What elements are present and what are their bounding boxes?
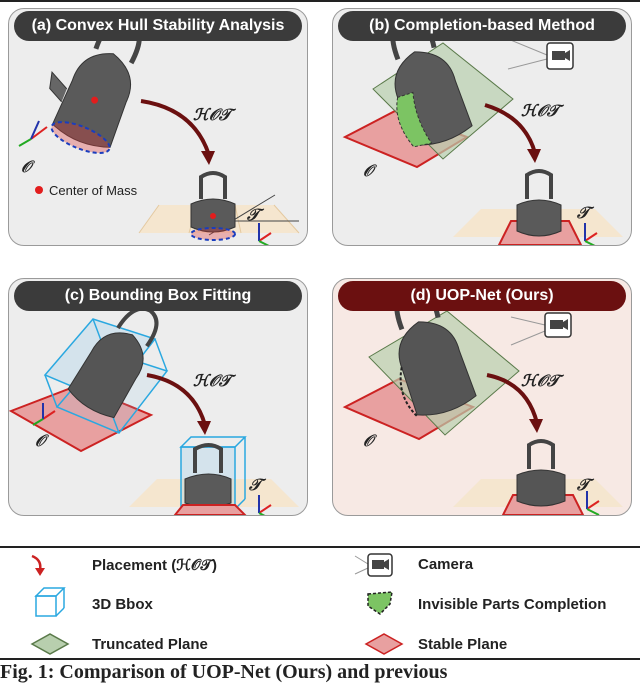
placement-arrow: [140, 99, 211, 156]
transform-symbol: ℋ𝒪𝒯: [521, 101, 560, 120]
transform-symbol: ℋ𝒪𝒯: [193, 371, 232, 390]
target-symbol: 𝒯: [577, 475, 590, 494]
kettle-small: [184, 443, 232, 508]
origin-symbol: 𝒪: [21, 157, 32, 176]
panel-c-illustration: [9, 306, 299, 515]
panel-b-illustration: [342, 13, 623, 245]
target-symbol: 𝒯: [247, 205, 260, 224]
panel-a: (a) Convex Hull Stability Analysis ℋ𝒪𝒯 𝒪…: [8, 8, 308, 246]
origin-axes: [32, 403, 56, 426]
legend-divider: [0, 546, 640, 548]
transform-symbol: ℋ𝒪𝒯: [521, 371, 560, 390]
legend-completion: Invisible Parts Completion: [418, 596, 607, 613]
legend-placement: Placement (ℋ𝒪𝒯): [92, 557, 217, 574]
com-dot: [35, 186, 43, 194]
panel-c-title: (c) Bounding Box Fitting: [14, 281, 302, 311]
panel-b: (b) Completion-based Method ℋ𝒪𝒯 𝒪 𝒯: [332, 8, 632, 246]
panel-d: (d) UOP-Net (Ours) ℋ𝒪𝒯 𝒪 𝒯: [332, 278, 632, 516]
top-rule: [0, 0, 640, 2]
completion-icon: [367, 591, 393, 615]
kettle-small: [190, 171, 236, 241]
placement-arrow-icon: [31, 554, 45, 576]
placement-arrow: [146, 373, 207, 426]
target-axes: [258, 223, 272, 245]
transform-symbol: ℋ𝒪𝒯: [193, 105, 232, 124]
panel-a-illustration: [18, 17, 300, 245]
placement-arrow: [484, 103, 537, 154]
legend-camera: Camera: [418, 556, 474, 573]
legend-stable-plane: Stable Plane: [418, 636, 508, 653]
origin-axes: [18, 120, 48, 147]
origin-symbol: 𝒪: [35, 431, 46, 450]
kettle-large: [390, 13, 473, 148]
legend-bbox: 3D Bbox: [92, 596, 153, 613]
target-axes: [584, 223, 598, 245]
legend-truncated-plane: Truncated Plane: [92, 636, 208, 653]
origin-symbol: 𝒪: [363, 161, 374, 180]
kettle-small: [516, 439, 566, 507]
com-label: Center of Mass: [49, 183, 138, 198]
target-axes: [258, 495, 272, 515]
panel-c: (c) Bounding Box Fitting ℋ𝒪𝒯 𝒪 𝒯: [8, 278, 308, 516]
truncated-plane-icon: [30, 633, 70, 655]
kettle-small: [516, 169, 562, 237]
target-symbol: 𝒯: [577, 203, 590, 222]
panel-b-title: (b) Completion-based Method: [338, 11, 626, 41]
completion-region: [396, 91, 433, 148]
legend-icons: [30, 553, 404, 655]
target-symbol: 𝒯: [249, 475, 262, 494]
bbox-cube-icon: [34, 587, 66, 617]
camera-icon: [354, 553, 393, 577]
placement-arrow: [486, 373, 539, 424]
panel-d-illustration: [342, 283, 623, 515]
stable-plane-icon: [364, 633, 404, 655]
target-axes: [586, 491, 600, 515]
origin-symbol: 𝒪: [363, 431, 374, 450]
figure-caption: Fig. 1: Comparison of UOP-Net (Ours) and…: [0, 661, 448, 683]
panel-a-title: (a) Convex Hull Stability Analysis: [14, 11, 302, 41]
caption-divider: [0, 658, 640, 660]
panel-d-title: (d) UOP-Net (Ours): [338, 281, 626, 311]
